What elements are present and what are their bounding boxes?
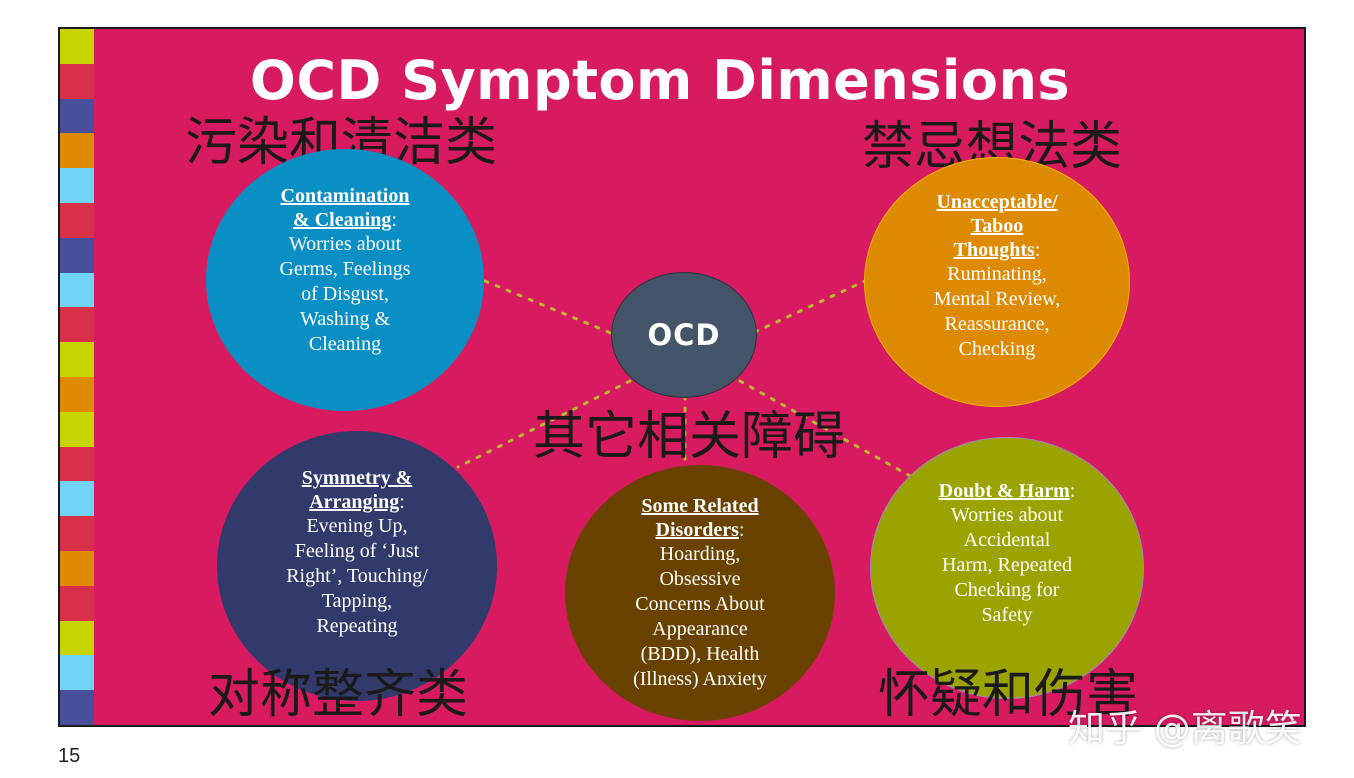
dimension-title-colon: : (1069, 479, 1076, 502)
dimension-description-line: Tapping, (321, 589, 393, 612)
strip-segment (60, 98, 94, 134)
cn-label-doubt: 怀疑和伤害 (878, 665, 1139, 725)
dimension-description-line: Concerns About (635, 593, 765, 615)
strip-segment (60, 550, 94, 586)
dimension-title-colon: : (738, 519, 745, 541)
page-number: 15 (58, 745, 81, 767)
strip-segment (60, 690, 94, 725)
slide: OCD Symptom Dimensions 污染和清洁类 禁忌想法类 Cont… (58, 27, 1306, 727)
strip-segment (60, 202, 94, 238)
dimension-title-line: Doubt & Harm: (938, 479, 1076, 502)
dimension-description-line: Mental Review, (933, 288, 1061, 310)
dimension-title-line: & Cleaning: (293, 208, 397, 231)
center-node-ocd: OCD (611, 272, 757, 398)
dimension-description: Ruminating, Mental Review, Reassurance, Che… (934, 262, 1060, 362)
connector-taboo (753, 279, 867, 334)
slide-title: OCD Symptom Dimensions (249, 49, 1071, 112)
dimension-description-line: Feeling of ‘Just (294, 539, 420, 562)
strip-segment (60, 376, 94, 412)
dimension-description-line: Safety (981, 603, 1033, 626)
strip-segment (60, 63, 94, 99)
strip-segment (60, 411, 94, 447)
dimension-description-line: (Illness) Anxiety (633, 668, 767, 690)
cn-label-related: 其它相关障碍 (533, 407, 846, 467)
dimension-description-line: Appearance (652, 618, 748, 640)
strip-segment (60, 446, 94, 482)
strip-segment (60, 481, 94, 517)
strip-segment (60, 307, 94, 343)
dimension-title-colon: : (391, 208, 397, 231)
strip-segment (60, 272, 94, 308)
dimension-title: Doubt & Harm: (939, 479, 1076, 503)
dimension-title-line: Unacceptable/ (936, 191, 1058, 213)
strip-segment (60, 620, 94, 656)
dimension-description-line: Worries about (950, 503, 1064, 526)
dimension-title-line: Some Related (641, 495, 759, 517)
dimension-title-colon: : (399, 490, 405, 513)
strip-segment (60, 516, 94, 551)
dimension-description-line: Accidental (963, 528, 1051, 551)
dimension-description-line: Right’, Touching/ (286, 564, 428, 587)
strip-segment (60, 585, 94, 621)
dimension-description-line: Obsessive (659, 568, 741, 590)
dimension-title-line: Taboo (970, 215, 1024, 237)
dimension-description-line: (BDD), Health (640, 643, 760, 665)
circle-symmetry: Symmetry &Arranging: Evening Up,Feeling … (217, 431, 497, 701)
color-strip (60, 29, 94, 725)
strip-segment (60, 168, 94, 203)
dimension-title: Symmetry &Arranging: (302, 466, 413, 514)
cn-label-symmetry: 对称整齐类 (208, 665, 469, 725)
strip-segment (60, 133, 94, 169)
dimension-description-line: Germs, Feelings (279, 257, 411, 280)
dimension-title-line: Thoughts: (953, 239, 1041, 261)
dimension-description-line: Reassurance, (944, 313, 1050, 335)
dimension-description-line: Worries about (288, 232, 402, 255)
dimension-title: Contamination& Cleaning: (281, 184, 410, 232)
dimension-description-line: of Disgust, (301, 282, 389, 305)
dimension-description-line: Evening Up, (306, 514, 408, 537)
dimension-title-line: Symmetry & (301, 466, 413, 489)
strip-segment (60, 29, 94, 64)
dimension-description-line: Cleaning (308, 332, 382, 355)
dimension-description-line: Repeating (316, 614, 398, 637)
dimension-title-line: Disorders: (655, 519, 745, 541)
zhihu-watermark: 知乎 @离歌笑 (1068, 707, 1302, 750)
dimension-description-line: Ruminating, (947, 263, 1047, 285)
dimension-title-line: Contamination (280, 184, 410, 207)
dimension-description-line: Hoarding, (659, 543, 741, 565)
strip-segment (60, 342, 94, 377)
dimension-description-line: Harm, Repeated (942, 553, 1072, 576)
connector-contamination (483, 279, 615, 336)
dimension-description-line: Washing & (299, 307, 391, 330)
dimension-title-line: Arranging: (309, 490, 405, 513)
dimension-description-line: Checking for (954, 578, 1060, 601)
strip-segment (60, 655, 94, 691)
dimension-description-line: Checking (958, 338, 1036, 360)
dimension-title-colon: : (1034, 239, 1041, 261)
strip-segment (60, 237, 94, 273)
